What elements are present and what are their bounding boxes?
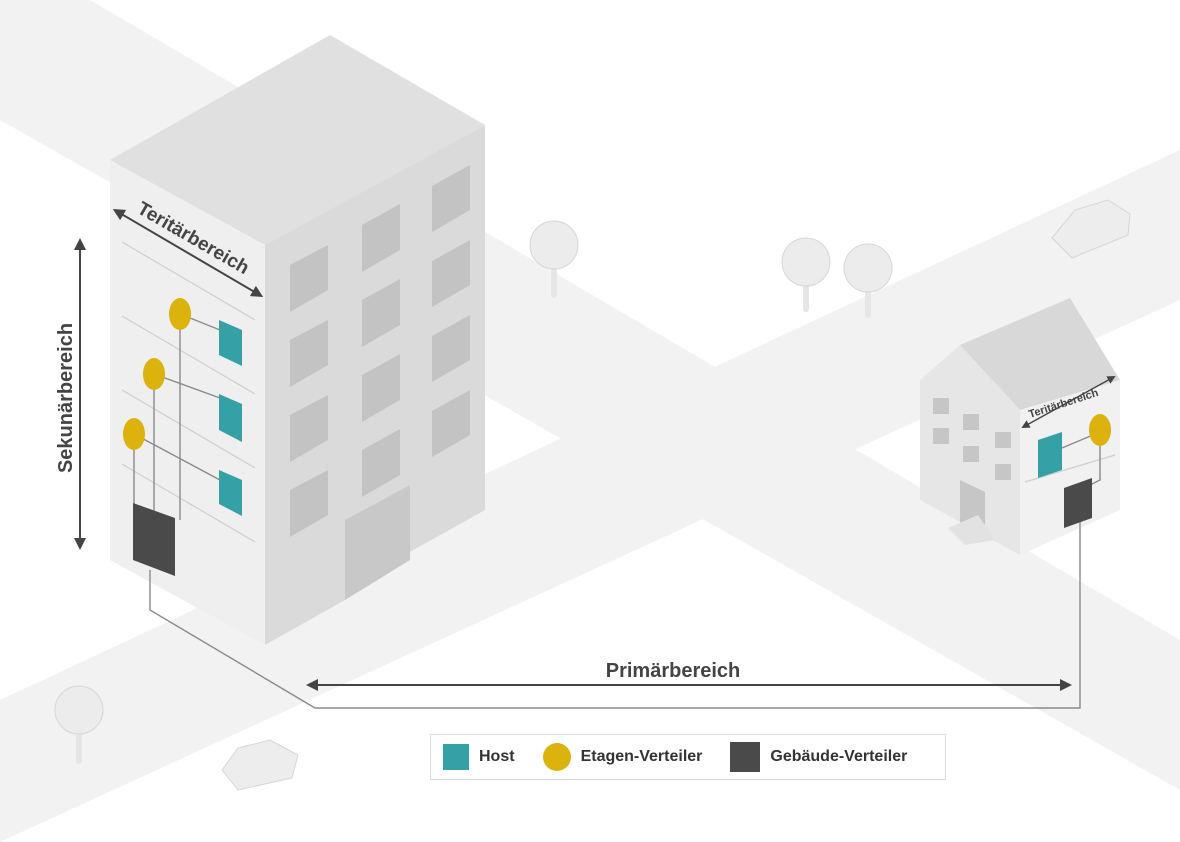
etage-2: [143, 358, 165, 390]
gebaeude-swatch: [730, 742, 761, 772]
tertiaer-arrow: [112, 208, 264, 298]
legend-etage-label: Etagen-Verteiler: [580, 748, 703, 765]
tertiaer-small-arrow: [1021, 375, 1116, 429]
host-swatch: [443, 744, 469, 770]
host-4: [1038, 432, 1062, 478]
etage-4: [1089, 414, 1111, 446]
legend-gebaeude: Gebäude-Verteiler: [730, 742, 907, 772]
etage-swatch: [542, 743, 571, 771]
legend-host: Host: [443, 744, 515, 770]
office-building: [110, 35, 485, 645]
arrows: [74, 208, 1116, 691]
etage-3: [123, 418, 145, 450]
hosts: [219, 320, 1062, 516]
trees: [54, 220, 893, 764]
host-2: [219, 394, 242, 442]
label-sekundaer: Sekunärbereich: [55, 323, 77, 473]
building-distributors: [133, 478, 1092, 576]
etage-1: [169, 298, 191, 330]
legend: Host Etagen-Verteiler Gebäude-Verteiler: [430, 734, 946, 780]
cars: [221, 199, 1131, 791]
host-3: [219, 470, 242, 516]
host-1: [219, 320, 242, 366]
legend-etage: Etagen-Verteiler: [542, 743, 703, 771]
house: [920, 298, 1120, 555]
gebaeude-1: [133, 503, 175, 576]
gebaeude-2: [1064, 478, 1092, 528]
label-primaer: Primärbereich: [606, 660, 741, 682]
legend-host-label: Host: [479, 748, 515, 765]
legend-gebaeude-label: Gebäude-Verteiler: [770, 748, 908, 765]
